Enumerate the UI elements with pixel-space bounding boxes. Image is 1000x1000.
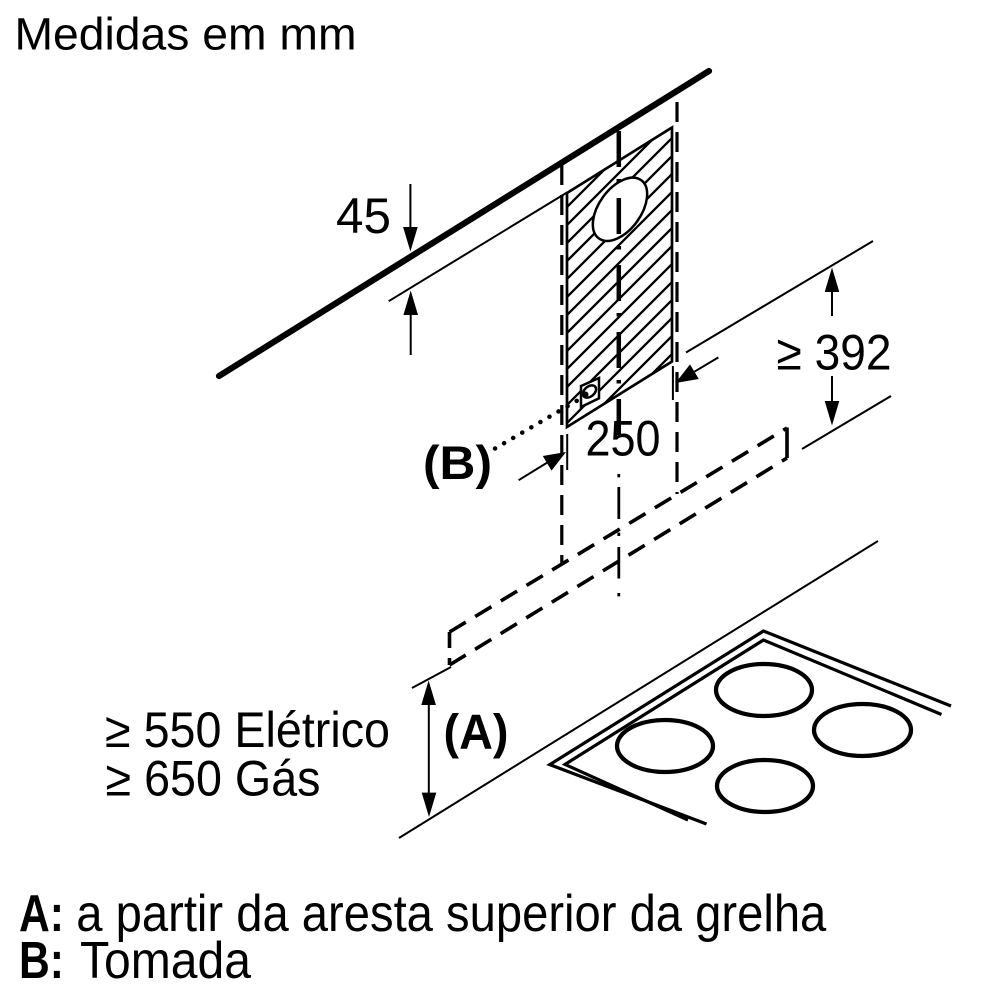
svg-text:(A): (A) (444, 706, 509, 760)
svg-text:(B): (B) (423, 436, 492, 489)
svg-text:B:Tomada: B:Tomada (19, 932, 251, 990)
svg-text:250: 250 (586, 411, 661, 467)
svg-text:A:a partir da aresta superior: A:a partir da aresta superior da grelha (19, 885, 826, 943)
svg-text:≥ 650 Gás: ≥ 650 Gás (106, 751, 321, 807)
svg-text:Medidas em mm: Medidas em mm (15, 9, 357, 60)
svg-text:≥ 550 Elétrico: ≥ 550 Elétrico (105, 702, 390, 758)
svg-text:45: 45 (336, 188, 391, 244)
svg-text:≥ 392: ≥ 392 (777, 325, 892, 381)
